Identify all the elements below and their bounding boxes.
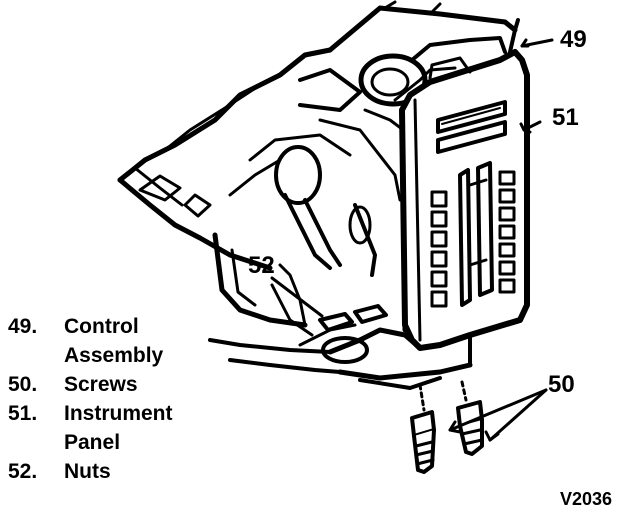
legend-number: 50.: [8, 373, 38, 396]
nut-pair: [318, 304, 388, 332]
screw-right: [456, 380, 484, 456]
legend-item: 49. Control Assembly: [8, 312, 214, 370]
figure-code: V2036: [559, 489, 612, 509]
legend-number: 49.: [8, 315, 38, 338]
parts-legend: 49. Control Assembly 50. Screws 51. Inst…: [8, 312, 214, 486]
screw-left: [410, 383, 436, 474]
callout-49: 49: [560, 26, 587, 53]
legend-label: Screws: [64, 373, 138, 396]
leader-lines: [270, 38, 554, 442]
callout-50: 50: [548, 371, 575, 398]
instrument-panel: [117, 47, 342, 374]
callout-52: 52: [248, 252, 275, 279]
callout-51: 51: [552, 104, 579, 131]
legend-label: Nuts: [64, 460, 111, 483]
legend-item: 50. Screws: [8, 370, 214, 399]
legend-item: 51. Instrument Panel: [8, 399, 214, 457]
rear-housing: [298, 0, 518, 137]
legend-label: Control Assembly: [64, 315, 164, 367]
housing-slots: [228, 118, 402, 277]
legend-number: 52.: [8, 460, 38, 483]
legend-number: 51.: [8, 402, 38, 425]
legend-label: Instrument Panel: [64, 402, 173, 454]
control-assembly: [399, 18, 530, 351]
legend-item: 52. Nuts: [8, 457, 214, 486]
